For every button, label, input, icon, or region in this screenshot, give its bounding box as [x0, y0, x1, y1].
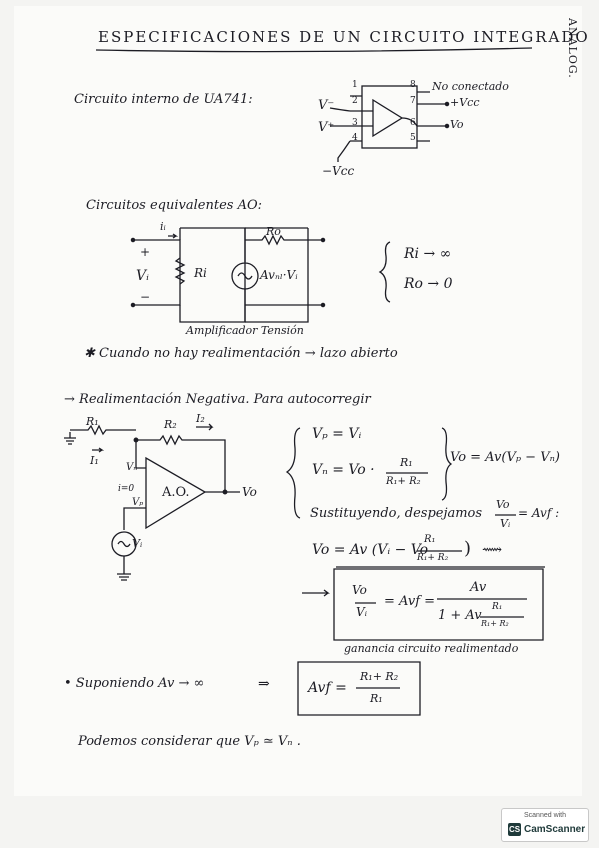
label-source: Avₙₗ·Vᵢ — [260, 268, 298, 282]
ro-limit: Ro → 0 — [404, 276, 453, 292]
side-label: ANALOG. — [566, 18, 579, 79]
pin-3: 3 — [352, 118, 358, 128]
frac-r1r2-den: R₁+ R₂ — [386, 476, 421, 487]
label-i2: I₂ — [196, 412, 205, 425]
implies-symbol: ⇒ — [258, 676, 270, 692]
label-i1: I₁ — [90, 454, 99, 467]
label-ii: iᵢ — [160, 220, 166, 233]
frac-vo2-num: R₁ — [424, 534, 436, 545]
eq-vn: Vₙ = Vo · — [312, 462, 375, 478]
section1-label: Circuito interno de UA741: — [74, 92, 253, 107]
caption-ganancia: ganancia circuito realimentado — [344, 642, 519, 655]
label-ri: Ri — [194, 266, 207, 280]
eq-vo: Vo = Av(Vₚ − Vₙ) — [450, 450, 560, 465]
sustituyendo: Sustituyendo, despejamos — [310, 506, 483, 521]
frac-vovi-den: Vᵢ — [500, 517, 511, 530]
label-vplus: V⁺ — [318, 120, 335, 135]
label-vp: Vₚ — [132, 497, 144, 508]
boxed-vi: Vᵢ — [356, 605, 368, 619]
pin-5: 5 — [410, 133, 416, 143]
boxed-avf: = Avf = — [384, 594, 436, 609]
section4-label: • Suponiendo Av → ∞ — [64, 676, 205, 691]
pin-2: 2 — [352, 96, 358, 106]
conclusion: Podemos considerar que Vₚ ≃ Vₙ . — [78, 734, 301, 749]
watermark-brand: CamScanner — [524, 824, 586, 835]
frac-r1r2-num: R₁ — [400, 456, 413, 469]
label-ro: Ro — [266, 225, 281, 238]
boxed-vo: Vo — [352, 583, 367, 597]
label-no-conectado: No conectado — [432, 80, 509, 93]
page-title: ESPECIFICACIONES DE UN CIRCUITO INTEGRAD… — [98, 28, 590, 46]
pin-7: 7 — [410, 96, 416, 106]
label-plus: + — [140, 245, 151, 259]
section4-num: R₁+ R₂ — [360, 670, 399, 683]
label-circuit-vi: Vᵢ — [132, 537, 143, 550]
label-vcc-neg: −Vcc — [322, 164, 355, 178]
section4-den: R₁ — [370, 692, 383, 705]
label-r2: R₂ — [164, 418, 177, 431]
label-circuit-vo: Vo — [242, 485, 257, 499]
boxed-den: 1 + Av — [438, 608, 482, 623]
label-zero: i=0 — [118, 484, 135, 494]
label-ao: A.O. — [162, 485, 190, 500]
ri-limit: Ri → ∞ — [404, 246, 452, 262]
boxed-frac-den: R₁+ R₂ — [481, 619, 509, 628]
section3-label: → Realimentación Negativa. Para autocorr… — [64, 392, 371, 407]
watermark-caption: Scanned with — [523, 812, 567, 819]
eq-vo2: Vo = Av (Vᵢ − Vo — [312, 542, 429, 558]
section4-avf: Avf = — [308, 680, 347, 696]
boxed-frac-num: R₁ — [492, 602, 503, 612]
label-vn: Vₙ — [126, 462, 138, 473]
label-r1: R₁ — [86, 415, 99, 428]
label-vi: Vᵢ — [136, 268, 149, 284]
frac-vo2-den: R₁+ R₂ — [417, 553, 449, 563]
pin-6: 6 — [410, 118, 416, 128]
label-vminus: V⁻ — [318, 98, 335, 113]
boxed-av-num: Av — [470, 580, 487, 595]
frac-vovi-num: Vo — [496, 498, 510, 511]
eq-vo2-close: ) — [464, 538, 472, 559]
caption-amplificador: Amplificador Tensión — [186, 324, 304, 337]
label-vcc-pos: +Vcc — [450, 96, 480, 109]
eq-vp: Vₚ = Vᵢ — [312, 426, 362, 442]
camscanner-logo-icon: CS — [508, 823, 521, 836]
pin-1: 1 — [352, 80, 358, 90]
camscanner-watermark: Scanned with CS CamScanner — [501, 808, 589, 842]
section2-label: Circuitos equivalentes AO: — [86, 198, 262, 213]
label-minus: − — [140, 290, 151, 304]
arrow-implies: ⟿ — [482, 542, 503, 558]
note-lazo-abierto: ✱ Cuando no hay realimentación → lazo ab… — [84, 346, 398, 361]
label-vo: Vo — [450, 118, 464, 131]
pin-4: 4 — [352, 133, 358, 143]
avf-definition: = Avf : — [518, 506, 560, 520]
pin-8: 8 — [410, 80, 416, 90]
